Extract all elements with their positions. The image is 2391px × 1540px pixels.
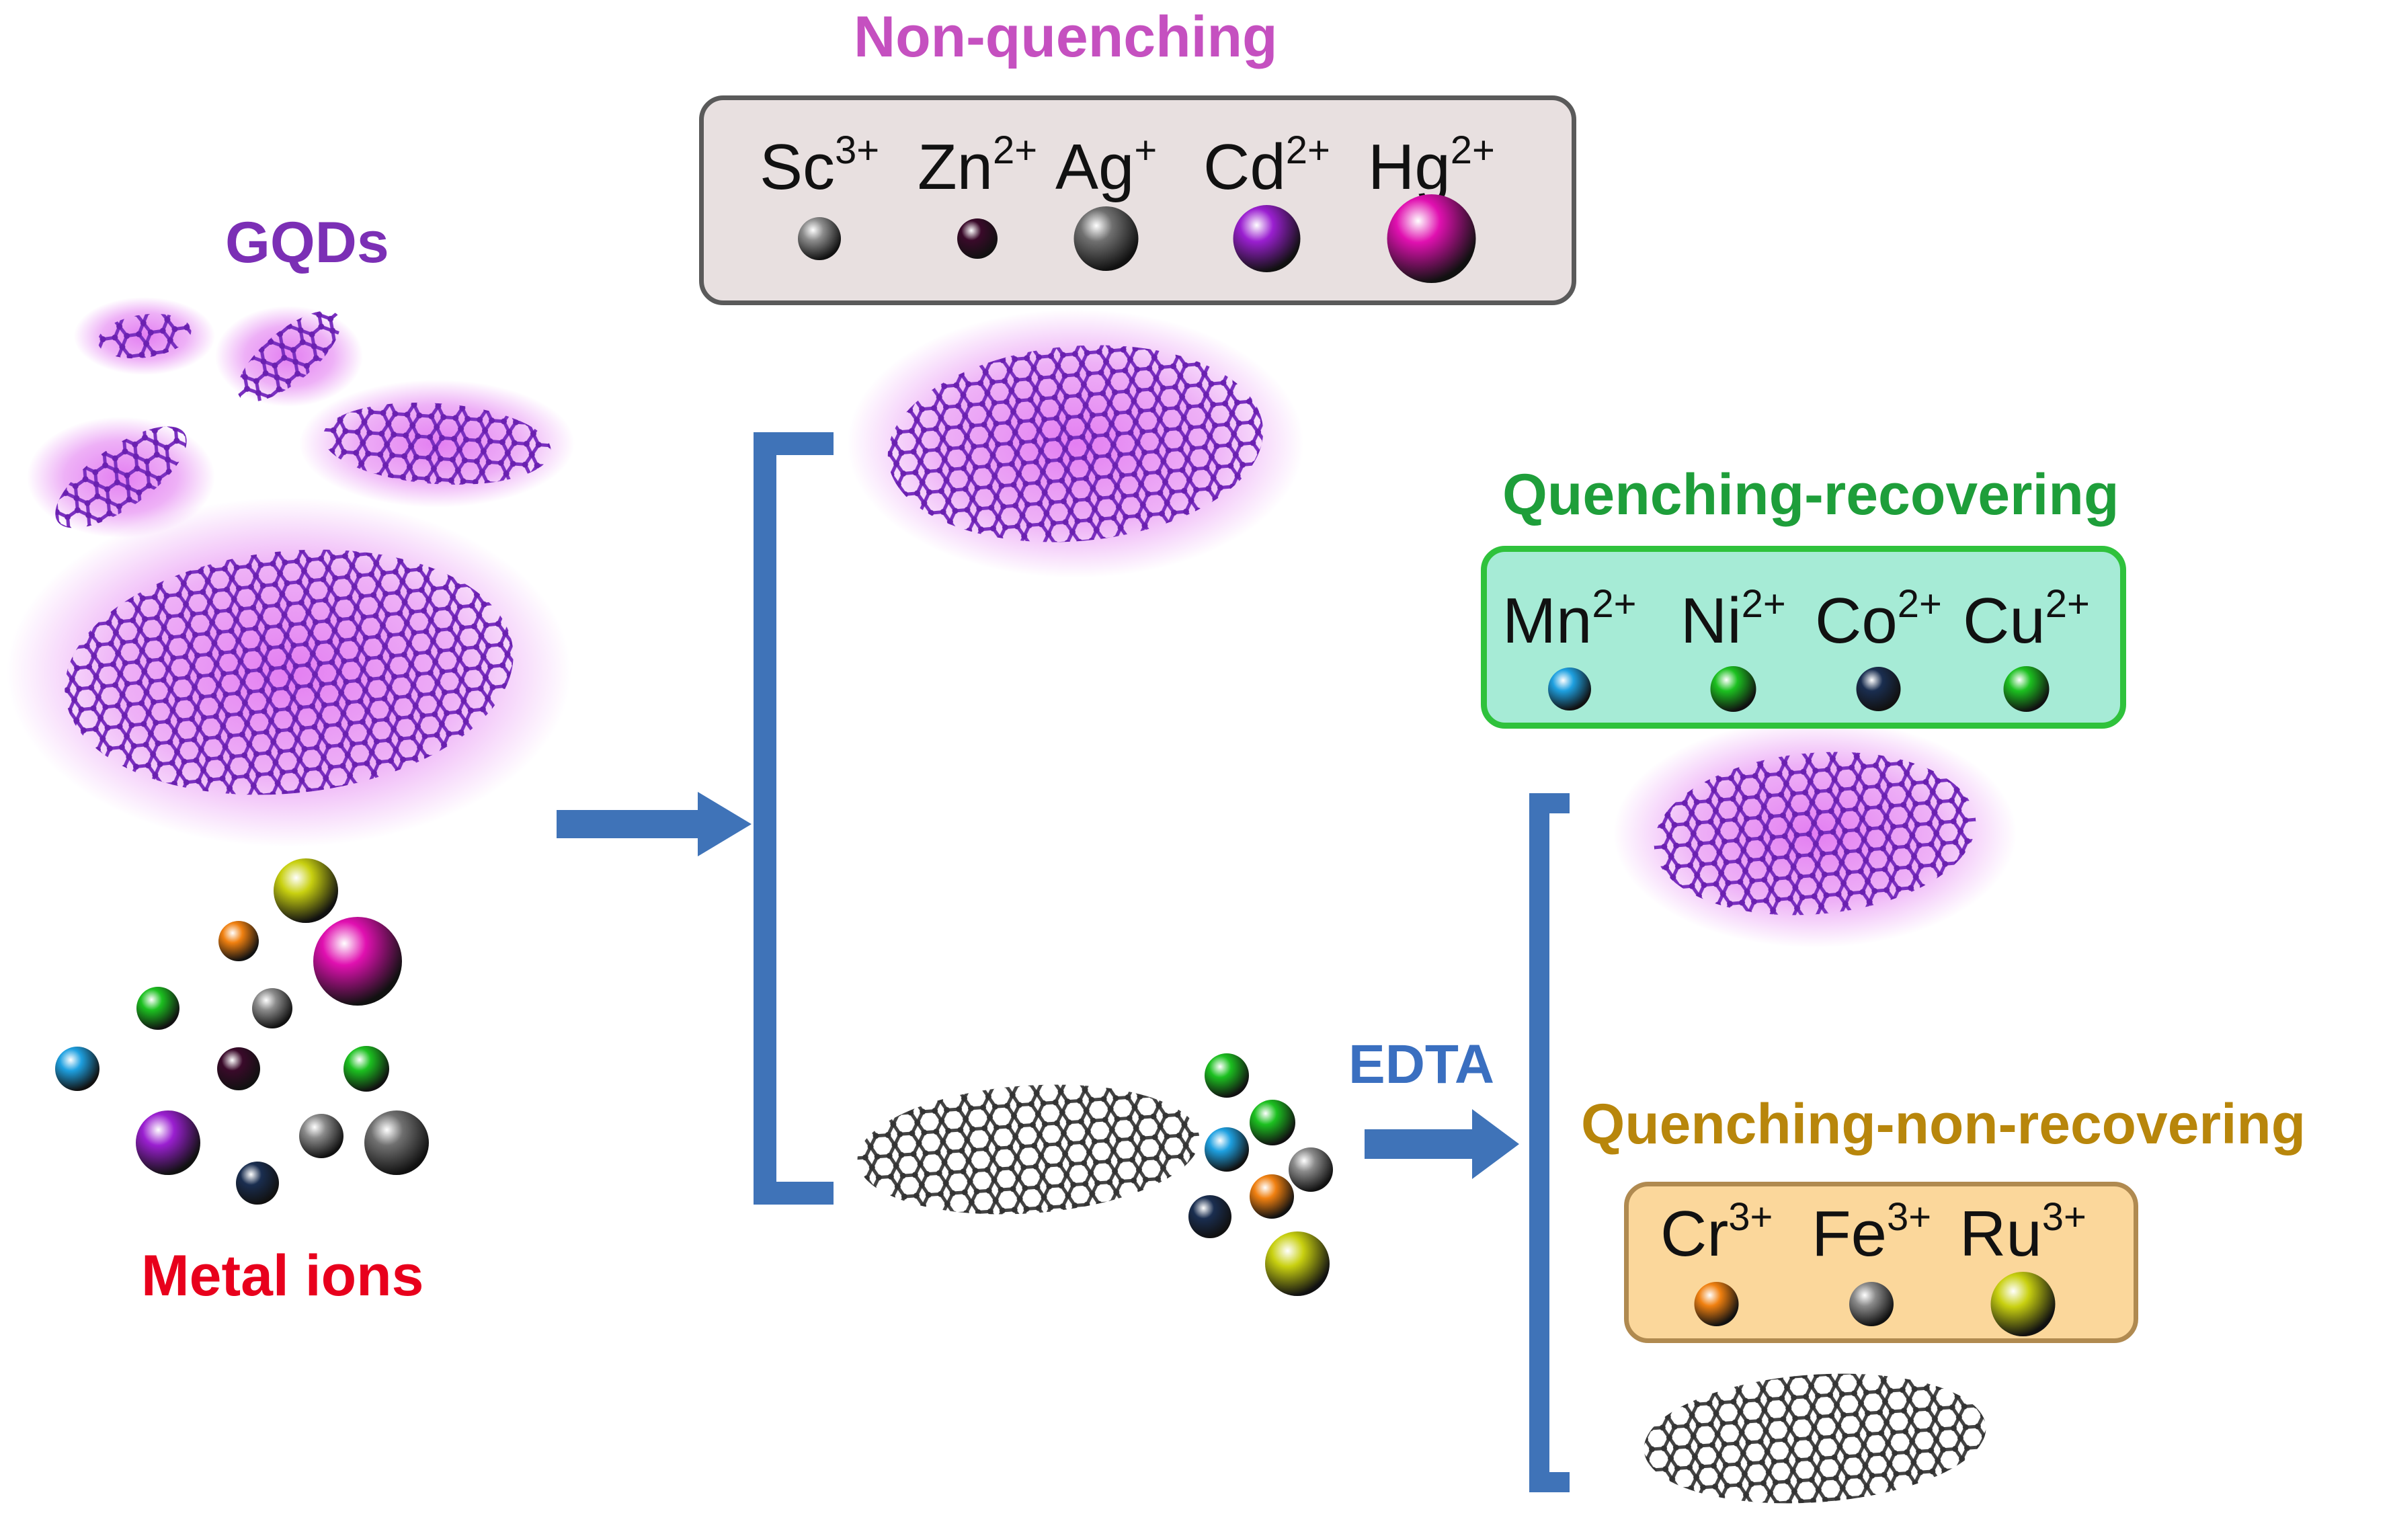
ion-symbol: Sc: [760, 131, 836, 203]
ion-label-cd: Cd2+: [1203, 131, 1330, 200]
ion-sphere-cr: [1694, 1282, 1739, 1326]
free-metal-ion: [313, 917, 402, 1006]
ion-label-cr: Cr3+: [1660, 1198, 1773, 1266]
ion-symbol: Hg: [1368, 131, 1451, 203]
gqd-recovered: [1613, 719, 2017, 948]
ion-label-co: Co2+: [1815, 585, 1942, 653]
ion-sphere-zn: [957, 218, 998, 259]
ion-charge: 2+: [1741, 582, 1786, 626]
free-metal-ion: [343, 1046, 389, 1092]
gqd-small-flake: [299, 380, 575, 508]
ion-sphere-fe: [1849, 1282, 1894, 1326]
ion-sphere-co: [1856, 667, 1901, 711]
ion-charge: 2+: [1285, 128, 1330, 172]
ion-symbol: Mn: [1502, 585, 1592, 657]
gqd-not-recovered: [1644, 1373, 1986, 1504]
ion-label-cu: Cu2+: [1963, 585, 2090, 653]
edta-label: EDTA: [1348, 1034, 1495, 1095]
bound-metal-ion: [1289, 1147, 1333, 1192]
gqd-small-flake: [27, 417, 215, 538]
ion-sphere-mn: [1548, 667, 1591, 711]
process-arrow: [557, 792, 752, 856]
ion-symbol: Fe: [1812, 1198, 1888, 1270]
branch-bracket: [754, 432, 834, 1205]
gqd-large-flake: [7, 497, 571, 847]
ion-symbol: Ni: [1680, 585, 1742, 657]
bound-metal-ions: [1188, 1053, 1333, 1296]
ion-symbol: Ru: [1959, 1198, 2042, 1270]
ion-charge: 3+: [1887, 1195, 1932, 1239]
ion-symbol: Cu: [1963, 585, 2045, 657]
quenching-recovering-title: Quenching-recovering: [1502, 462, 2119, 527]
bound-metal-ion: [1188, 1195, 1231, 1238]
ion-charge: +: [1134, 128, 1158, 172]
ion-label-sc: Sc3+: [760, 131, 879, 200]
ion-charge: 3+: [835, 128, 880, 172]
ion-sphere-cu: [2003, 666, 2050, 712]
edta-bracket: [1529, 793, 1570, 1492]
ion-label-ru: Ru3+: [1959, 1198, 2086, 1266]
ion-sphere-hg: [1387, 194, 1476, 283]
free-metal-ion: [136, 1110, 200, 1175]
bound-metal-ion: [1205, 1127, 1249, 1172]
quenching-non-recovering-title: Quenching-non-recovering: [1581, 1092, 2306, 1156]
free-metal-ion: [218, 921, 259, 961]
gqd-small-flake: [215, 306, 363, 407]
ion-sphere-sc: [798, 217, 841, 260]
gqd-quenched: [857, 1084, 1200, 1215]
gqds-label: GQDs: [225, 210, 389, 275]
ion-charge: 2+: [2045, 582, 2090, 626]
gqd-fluorescent: [847, 309, 1304, 578]
ion-sphere-ni: [1710, 666, 1756, 712]
metal-ions-label: Metal ions: [141, 1244, 424, 1308]
free-metal-ion: [252, 988, 292, 1028]
free-metal-ion: [136, 987, 179, 1030]
free-metal-ion: [274, 858, 338, 923]
gqd-small-flake: [74, 297, 215, 375]
free-metal-ion: [364, 1110, 429, 1175]
ion-charge: 3+: [1728, 1195, 1773, 1239]
ion-charge: 2+: [1897, 582, 1942, 626]
ion-sphere-ru: [1990, 1272, 2056, 1336]
ion-label-ni: Ni2+: [1680, 585, 1786, 653]
ion-label-mn: Mn2+: [1502, 585, 1637, 653]
bound-metal-ion: [1250, 1174, 1294, 1219]
ion-label-ag: Ag+: [1055, 131, 1157, 200]
ion-label-zn: Zn2+: [918, 131, 1037, 200]
ion-symbol: Co: [1815, 585, 1898, 657]
ion-charge: 2+: [1450, 128, 1495, 172]
edta-arrow: [1365, 1109, 1519, 1179]
ion-label-hg: Hg2+: [1368, 131, 1495, 200]
free-metal-ion: [217, 1047, 260, 1090]
ion-charge: 3+: [2041, 1195, 2086, 1239]
bound-metal-ion: [1250, 1100, 1295, 1145]
ion-sphere-cd: [1233, 205, 1301, 272]
bound-metal-ion: [1265, 1231, 1330, 1296]
ion-charge: 2+: [1592, 582, 1637, 626]
ion-label-fe: Fe3+: [1812, 1198, 1931, 1266]
metal-ion-scatter: [55, 858, 429, 1205]
free-metal-ion: [236, 1162, 279, 1205]
ion-symbol: Cd: [1203, 131, 1286, 203]
ion-symbol: Ag: [1055, 131, 1135, 203]
free-metal-ion: [299, 1114, 343, 1158]
free-metal-ion: [55, 1047, 99, 1091]
ion-charge: 2+: [993, 128, 1038, 172]
ion-symbol: Cr: [1660, 1198, 1729, 1270]
bound-metal-ion: [1205, 1053, 1249, 1098]
ion-sphere-ag: [1073, 206, 1139, 271]
ion-symbol: Zn: [918, 131, 994, 203]
non-quenching-title: Non-quenching: [854, 5, 1278, 69]
